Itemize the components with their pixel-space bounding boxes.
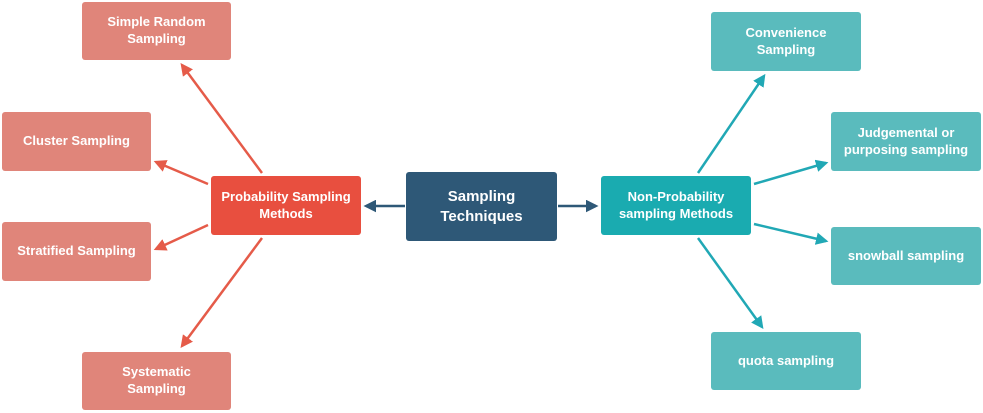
arrow-to-systematic-sampling [180,237,264,349]
non-probability-sampling-methods-node: Non-Probability sampling Methods [601,176,751,235]
arrow-to-judgemental-sampling [753,159,829,186]
arrow-to-snowball-sampling [753,222,829,245]
convenience-sampling-node: Convenience Sampling [711,12,861,71]
probability-sampling-methods-node: Probability Sampling Methods [211,176,361,235]
snowball-sampling-node: snowball sampling [831,227,981,285]
stratified-sampling-node: Stratified Sampling [2,222,151,281]
arrow-to-convenience-sampling [696,73,766,174]
arrow-to-cluster-sampling [153,160,209,186]
arrow-to-stratified-sampling [153,223,209,251]
simple-random-sampling-node: Simple Random Sampling [82,2,231,60]
systematic-sampling-node: Systematic Sampling [82,352,231,410]
arrow-to-simple-random-sampling [180,62,264,174]
arrow-to-quota-sampling [696,237,764,330]
judgemental-sampling-node: Judgemental or purposing sampling [831,112,981,171]
cluster-sampling-node: Cluster Sampling [2,112,151,171]
quota-sampling-node: quota sampling [711,332,861,390]
root-node-sampling-techniques: Sampling Techniques [406,172,557,241]
